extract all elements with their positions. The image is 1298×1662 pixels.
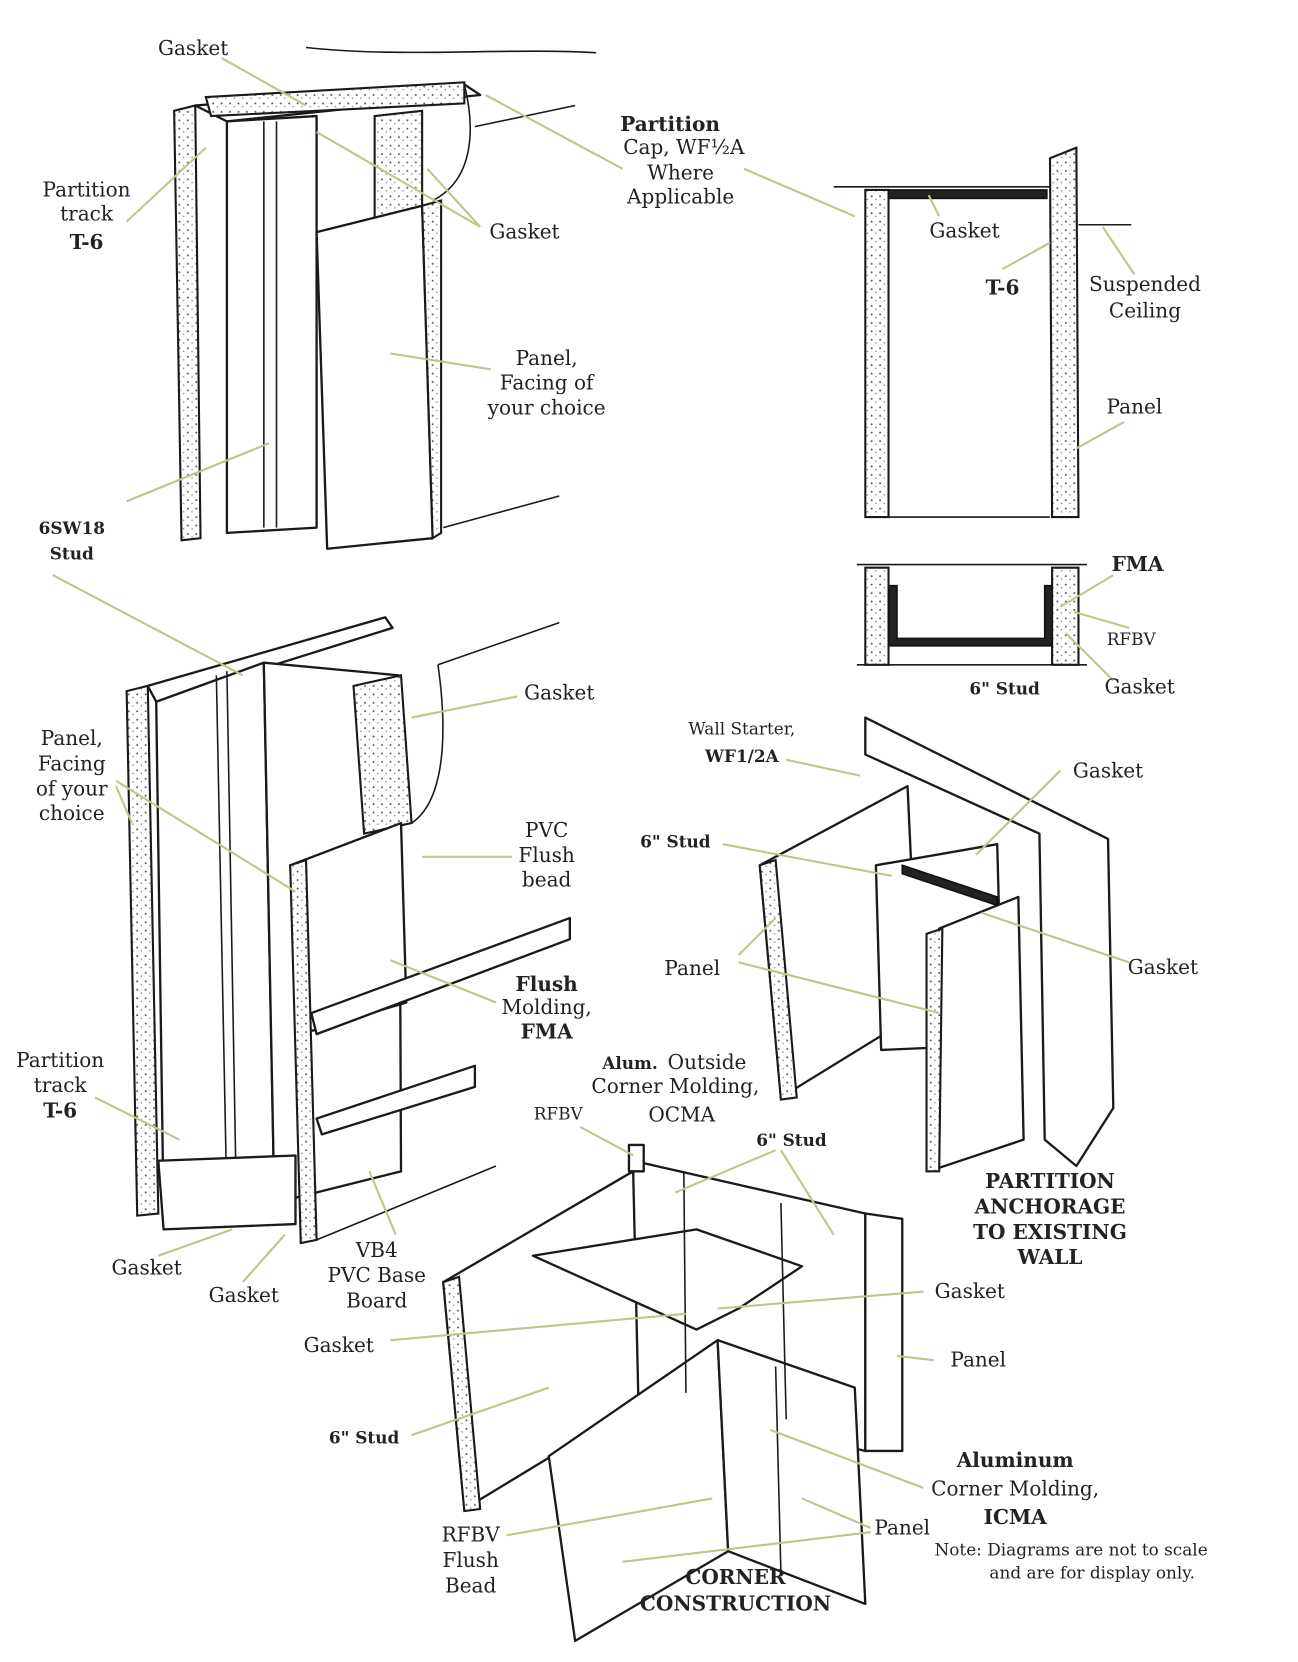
label-gasket: Gasket [1073, 759, 1143, 783]
label-partition-track: T-6 [70, 230, 104, 254]
label-partition-track: T-6 [43, 1098, 77, 1122]
label-rfbv: RFBV [1107, 629, 1157, 649]
label-partition-cap: Where [647, 160, 714, 184]
label-partition-cap: Cap, WF½A [623, 135, 745, 159]
label-panel-facing: Panel, [41, 726, 103, 750]
label-6-stud: 6" Stud [640, 831, 711, 851]
label-gasket: Gasket [489, 219, 559, 243]
label-wall-starter: Wall Starter, [688, 718, 795, 738]
label-gasket: Gasket [158, 36, 228, 60]
label-6sw18-stud: 6SW18 [39, 518, 105, 538]
anchorage-title: TO EXISTING [973, 1220, 1127, 1244]
label-rfbv-flush-bead: Bead [445, 1573, 497, 1597]
label-pvc-flush-bead: PVC [525, 818, 568, 842]
label-gasket: Gasket [1105, 674, 1175, 698]
label-gasket: Gasket [304, 1333, 374, 1357]
label-panel: Panel [1107, 395, 1163, 419]
label-ocma: OCMA [648, 1103, 715, 1127]
label-flush-molding: FMA [521, 1019, 573, 1043]
anchorage-title: PARTITION [985, 1169, 1115, 1193]
top-partition-drawing [173, 46, 597, 550]
corner-drawing [442, 1143, 904, 1643]
label-t6: T-6 [986, 275, 1020, 299]
scale-note: and are for display only. [989, 1563, 1195, 1583]
label-panel-facing: Panel, [516, 346, 578, 370]
corner-title: CONSTRUCTION [640, 1591, 831, 1615]
label-gasket: Gasket [1128, 955, 1198, 979]
label-fma: FMA [1112, 552, 1164, 576]
label-6-stud: 6" Stud [329, 1428, 400, 1448]
label-rfbv-flush-bead: Flush [442, 1548, 498, 1572]
anchorage-title: WALL [1017, 1245, 1083, 1269]
label-partition-track: track [34, 1073, 88, 1097]
scale-note: Note: Diagrams are not to scale [934, 1539, 1207, 1559]
label-ocma: Corner Molding, [591, 1074, 759, 1098]
anchorage-drawing [758, 716, 1115, 1173]
label-panel: Panel [874, 1515, 930, 1539]
leader-lines [52, 57, 1136, 1563]
label-gasket: Gasket [935, 1279, 1005, 1303]
label-ocma: Alum. [601, 1053, 658, 1073]
label-rfbv-flush-bead: RFBV [442, 1523, 501, 1547]
label-partition-cap: Partition [620, 112, 720, 136]
label-gasket: Gasket [209, 1283, 279, 1307]
label-panel-facing: Facing [38, 751, 106, 775]
label-6-stud: 6" Stud [756, 1130, 827, 1150]
label-partition-track: Partition [16, 1048, 104, 1072]
label-partition-track: Partition [43, 177, 131, 201]
corner-title: CORNER [685, 1565, 786, 1589]
label-gasket: Gasket [929, 218, 999, 242]
label-icma: ICMA [984, 1505, 1047, 1529]
label-gasket: Gasket [112, 1256, 182, 1280]
label-pvc-flush-bead: bead [522, 867, 572, 891]
base-partition-drawing [125, 616, 572, 1245]
label-flush-molding: Molding, [501, 995, 591, 1019]
anchorage-title: ANCHORAGE [974, 1195, 1126, 1219]
label-flush-molding: Flush [516, 972, 579, 996]
label-rfbv: RFBV [534, 1104, 584, 1124]
label-ocma: Outside [668, 1050, 747, 1074]
label-vb4-base-board: PVC Base [328, 1263, 426, 1287]
label-icma: Corner Molding, [931, 1476, 1099, 1500]
label-panel-facing: Facing of [500, 370, 595, 394]
section-detail-drawing [833, 146, 1132, 666]
label-partition-track: track [60, 202, 114, 226]
label-icma: Aluminum [956, 1448, 1074, 1472]
label-partition-cap: Applicable [626, 185, 734, 209]
label-panel-facing: your choice [487, 396, 606, 420]
label-6sw18-stud: Stud [50, 543, 94, 563]
label-panel-facing: of your [36, 777, 108, 801]
label-suspended-ceiling: Suspended [1089, 272, 1201, 296]
label-pvc-flush-bead: Flush [518, 843, 574, 867]
label-6-stud: 6" Stud [969, 678, 1040, 698]
label-panel: Panel [950, 1348, 1006, 1372]
label-panel-facing: choice [39, 801, 105, 825]
label-suspended-ceiling: Ceiling [1109, 299, 1181, 323]
labels: Gasket Partition track T-6 Partition Cap… [16, 36, 1208, 1615]
label-panel: Panel [664, 956, 720, 980]
label-wall-starter: WF1/2A [704, 746, 780, 766]
label-vb4-base-board: VB4 [355, 1238, 398, 1262]
label-gasket: Gasket [524, 681, 594, 705]
label-vb4-base-board: Board [346, 1288, 407, 1312]
